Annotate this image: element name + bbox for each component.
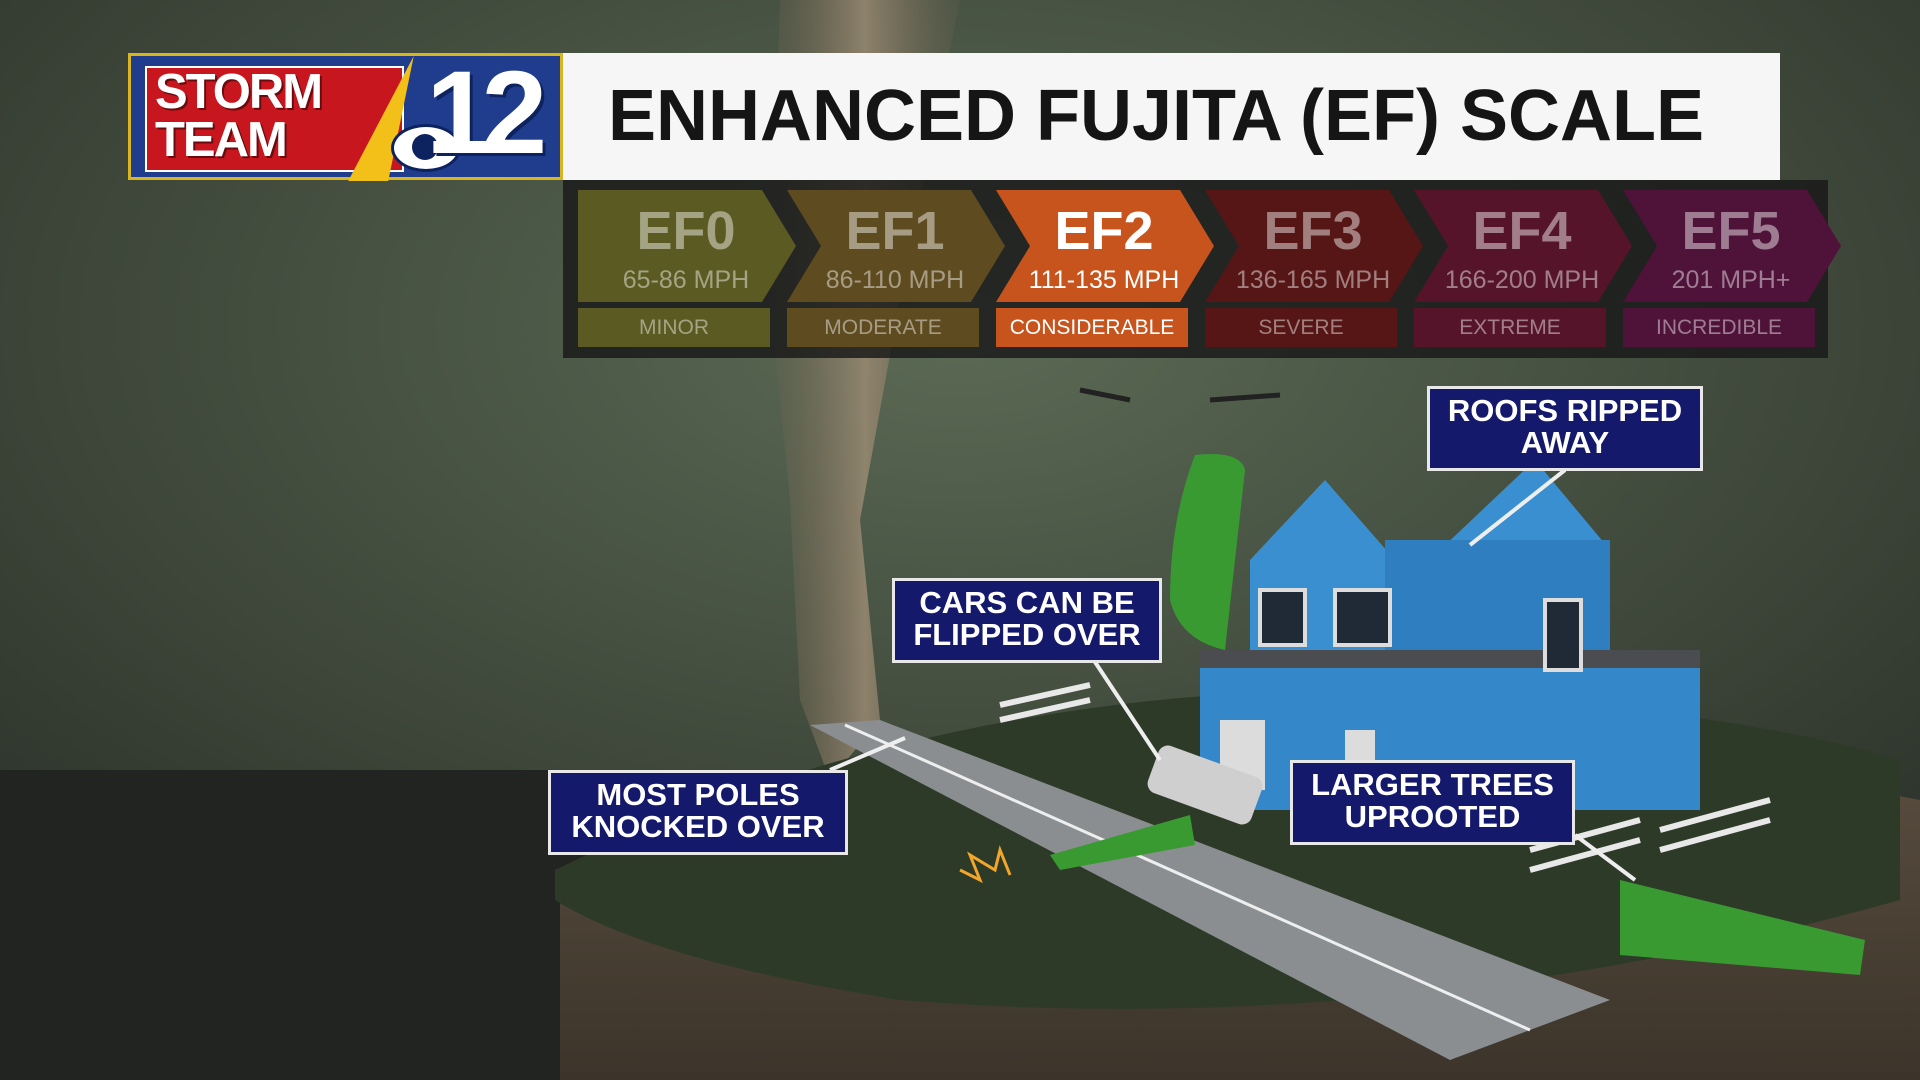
logo-line-2: TEAM	[155, 113, 288, 167]
callout-cars-line-1: CARS CAN BE	[919, 585, 1135, 620]
ef-chevron-shape	[1205, 190, 1423, 302]
ef-damage-category: CONSIDERABLE	[996, 308, 1188, 347]
ef-level-ef4: EF4 166-200 MPH	[1414, 190, 1632, 302]
ef-wind-speed: 166-200 MPH	[1444, 266, 1600, 294]
ef-scale-panel: EF0 65-86 MPH MINOR EF1 86-110 MPH MODERATE EF…	[563, 180, 1841, 358]
callout-cars-flipped: CARS CAN BE FLIPPED OVER	[892, 578, 1162, 663]
ef-damage-category: MINOR	[578, 308, 770, 347]
ef-level-label: EF3	[1263, 201, 1363, 261]
ef-wind-speed: 86-110 MPH	[825, 266, 965, 294]
ef-level-ef1: EF1 86-110 MPH	[787, 190, 1005, 302]
callout-trees-line-1: LARGER TREES	[1311, 767, 1554, 802]
ef-level-label: EF0	[636, 201, 736, 261]
storm-team-badge: STORM TEAM	[145, 66, 404, 172]
ef-damage-category: SEVERE	[1205, 308, 1397, 347]
cbs-eye-icon	[391, 124, 461, 172]
flipped-car	[1147, 745, 1263, 825]
channel-number: 12	[426, 47, 547, 179]
ef-damage-category: MODERATE	[787, 308, 979, 347]
ef-chevron-shape	[1414, 190, 1632, 302]
tree-fallen-2	[1050, 815, 1195, 870]
ef-level-label: EF4	[1472, 201, 1572, 261]
callout-trees-line-2: UPROOTED	[1344, 799, 1521, 834]
ef-damage-category: EXTREME	[1414, 308, 1606, 347]
ef-wind-speed: 111-135 MPH	[1028, 266, 1180, 294]
ef-chevron-shape	[578, 190, 796, 302]
callout-roofs-ripped-away: ROOFS RIPPED AWAY	[1427, 386, 1703, 471]
tree-fallen	[1620, 880, 1865, 975]
callout-poles-line-2: KNOCKED OVER	[571, 809, 825, 844]
callout-poles-line-1: MOST POLES	[596, 777, 800, 812]
title-bar: ENHANCED FUJITA (EF) SCALE	[563, 53, 1780, 180]
ground-shadow	[0, 770, 600, 1080]
callout-roofs-line-1: ROOFS RIPPED	[1447, 393, 1683, 428]
ef-chevron-shape	[996, 190, 1214, 302]
ef-chevron-shape	[1623, 190, 1841, 302]
ef-level-ef0: EF0 65-86 MPH	[578, 190, 796, 302]
sparks	[959, 845, 1012, 884]
ef-level-ef2: EF2 111-135 MPH	[996, 190, 1214, 302]
tree-standing	[1170, 454, 1245, 650]
road-line	[844, 723, 1531, 1032]
callout-cars-line-2: FLIPPED OVER	[913, 617, 1141, 652]
house	[1200, 460, 1700, 810]
ef-damage-category: INCREDIBLE	[1623, 308, 1815, 347]
callout-roofs-line-2: AWAY	[1520, 425, 1610, 460]
ef-wind-speed: 136-165 MPH	[1235, 266, 1391, 294]
ef-level-ef3: EF3 136-165 MPH	[1205, 190, 1423, 302]
ef-level-ef5: EF5 201 MPH+	[1623, 190, 1841, 302]
page-title: ENHANCED FUJITA (EF) SCALE	[608, 76, 1704, 156]
callout-poles-knocked-over: MOST POLES KNOCKED OVER	[548, 770, 848, 855]
logo-wordmark: STORM TEAM	[155, 65, 405, 167]
ef-level-label: EF2	[1054, 201, 1154, 261]
ef-chevron-shape	[787, 190, 1005, 302]
ef-level-label: EF1	[845, 201, 945, 261]
callout-trees-uprooted: LARGER TREES UPROOTED	[1290, 760, 1575, 845]
logo-line-1: STORM	[155, 65, 323, 119]
ef-wind-speed: 65-86 MPH	[622, 266, 750, 294]
ef-wind-speed: 201 MPH+	[1671, 266, 1791, 294]
debris	[1079, 387, 1281, 403]
ef-level-label: EF5	[1681, 201, 1781, 261]
station-logo: STORM TEAM 12	[128, 48, 563, 181]
